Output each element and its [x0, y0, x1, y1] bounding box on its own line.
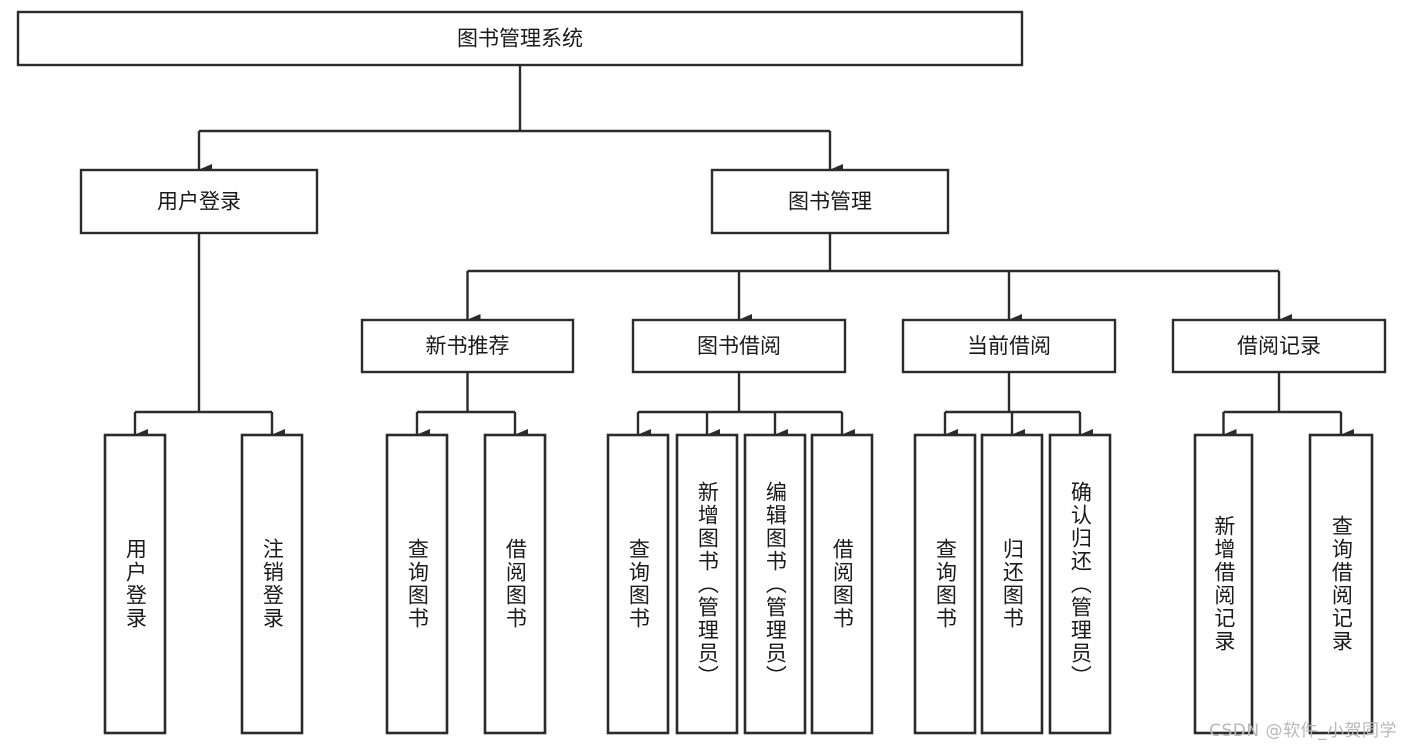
node-leaf-12[interactable]	[1308, 433, 1374, 735]
node-level3-0[interactable]	[360, 318, 575, 374]
node-label-level3-0: 新书推荐	[426, 334, 510, 358]
node-leaf-9[interactable]	[980, 433, 1044, 735]
node-leaf-10[interactable]	[1048, 433, 1112, 735]
connectors-layer	[133, 65, 1354, 441]
node-level3-2[interactable]	[901, 318, 1117, 374]
node-leaf-11[interactable]	[1193, 433, 1254, 735]
node-label-level2-0: 用户登录	[157, 190, 241, 214]
node-leaf-6[interactable]	[743, 433, 807, 735]
boxes-layer	[16, 10, 1387, 735]
node-level2-0[interactable]	[79, 168, 319, 235]
node-level2-1[interactable]	[710, 168, 950, 235]
watermark-csdn: CSDN @软件_小贺同学	[1209, 721, 1397, 741]
node-leaf-4[interactable]	[606, 433, 670, 735]
node-root-图书管理系统[interactable]	[16, 10, 1024, 67]
node-leaf-1[interactable]	[240, 433, 304, 735]
node-leaf-0[interactable]	[103, 433, 167, 735]
node-label-level3-2: 当前借阅	[967, 334, 1051, 358]
node-label-root: 图书管理系统	[457, 27, 583, 51]
node-leaf-3[interactable]	[483, 433, 547, 735]
node-level3-1[interactable]	[631, 318, 847, 374]
node-label-level3-1: 图书借阅	[697, 334, 781, 358]
node-leaf-2[interactable]	[385, 433, 449, 735]
node-leaf-7[interactable]	[810, 433, 874, 735]
node-label-level3-3: 借阅记录	[1237, 334, 1321, 358]
node-level3-3[interactable]	[1171, 318, 1387, 374]
node-leaf-5[interactable]	[675, 433, 739, 735]
node-leaf-8[interactable]	[913, 433, 977, 735]
node-label-level2-1: 图书管理	[788, 190, 872, 214]
